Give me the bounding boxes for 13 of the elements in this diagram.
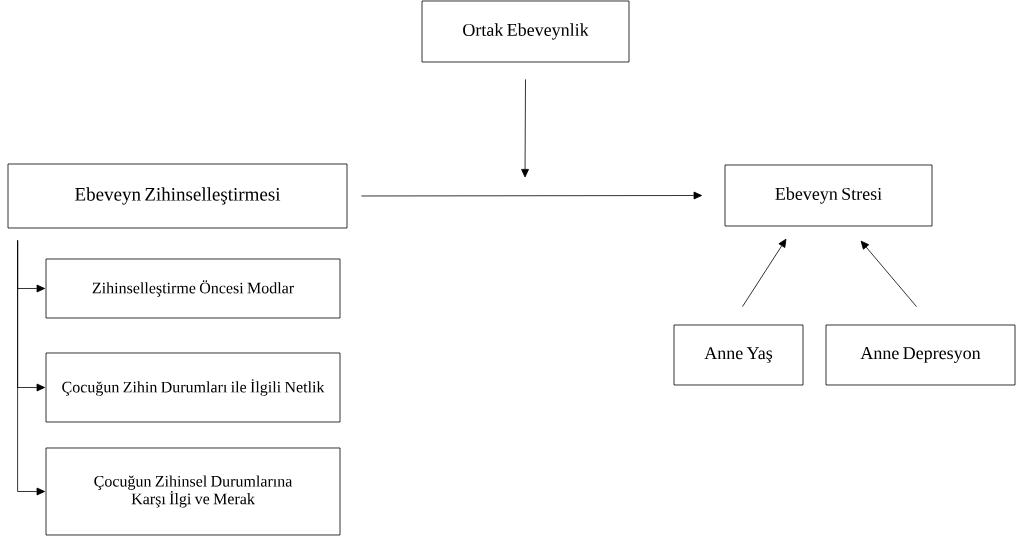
box: Ebeveyn Zihinselleştirmesi — [7, 163, 348, 229]
box: Çocuğun Zihinsel Durumlarına Karşı İlgi ve Merak — [45, 447, 341, 536]
arrow — [17, 240, 46, 496]
arrow — [361, 191, 702, 200]
box: Zihinselleştirme Öncesi Modlar — [45, 258, 341, 319]
arrow — [860, 240, 917, 307]
arrow — [742, 238, 787, 307]
box: Çocuğun Zihin Durumları ile İlgili Netlik — [45, 352, 341, 423]
box: Anne Depresyon — [825, 324, 1016, 386]
box: Ebeveyn Stresi — [724, 164, 933, 227]
arrow — [521, 79, 529, 178]
box: Anne Yaş — [673, 324, 804, 386]
box: Ortak Ebeveynlik — [421, 0, 630, 63]
